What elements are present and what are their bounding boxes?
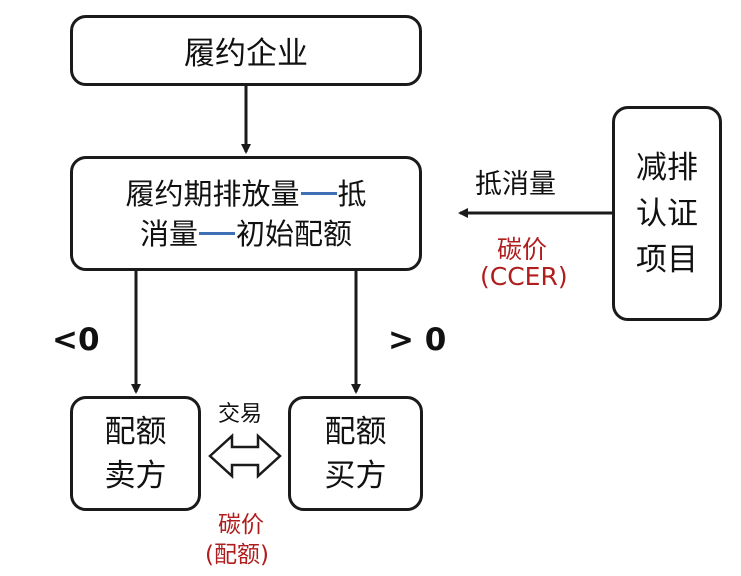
node-compliance-enterprise: 履约企业 bbox=[70, 15, 422, 86]
project-label-line-1: 减排 bbox=[636, 149, 698, 186]
node-emission-reduction-project: 减排 认证 项目 bbox=[612, 106, 722, 321]
minus-dash bbox=[199, 232, 235, 235]
project-label-line-2: 认证 bbox=[636, 195, 698, 232]
formula-line-1: 履约期排放量 抵 bbox=[125, 174, 366, 214]
buyer-label-line-2: 买方 bbox=[324, 457, 387, 494]
double-arrow-trade bbox=[208, 433, 282, 479]
allowance-label: (配额) bbox=[205, 542, 269, 568]
minus-dash bbox=[300, 192, 337, 195]
node-compliance-enterprise-label: 履约企业 bbox=[184, 36, 308, 72]
offset-label: 抵消量 bbox=[475, 169, 556, 200]
greater-than-zero-label: > 0 bbox=[388, 322, 447, 358]
formula-emissions: 履约期排放量 bbox=[125, 176, 300, 211]
formula-initial-allowance: 初始配额 bbox=[236, 216, 353, 251]
formula-offset-part2: 消量 bbox=[139, 216, 198, 251]
project-label-line-3: 项目 bbox=[636, 241, 698, 278]
carbon-price-label-bottom: 碳价 bbox=[218, 512, 264, 538]
seller-label-line-2: 卖方 bbox=[104, 457, 167, 494]
node-allowance-seller: 配额 卖方 bbox=[70, 396, 201, 511]
buyer-label-line-1: 配额 bbox=[324, 413, 387, 450]
node-allowance-buyer: 配额 买方 bbox=[288, 396, 423, 511]
less-than-zero-label: <0 bbox=[52, 322, 100, 358]
ccer-label: (CCER) bbox=[480, 262, 568, 291]
trade-label: 交易 bbox=[218, 402, 263, 427]
formula-offset-part1: 抵 bbox=[337, 176, 367, 211]
node-allocation-formula: 履约期排放量 抵 消量 初始配额 bbox=[70, 156, 422, 271]
carbon-price-label-top: 碳价 bbox=[497, 235, 548, 264]
formula-line-2: 消量 初始配额 bbox=[125, 214, 366, 254]
seller-label-line-1: 配额 bbox=[104, 413, 167, 450]
